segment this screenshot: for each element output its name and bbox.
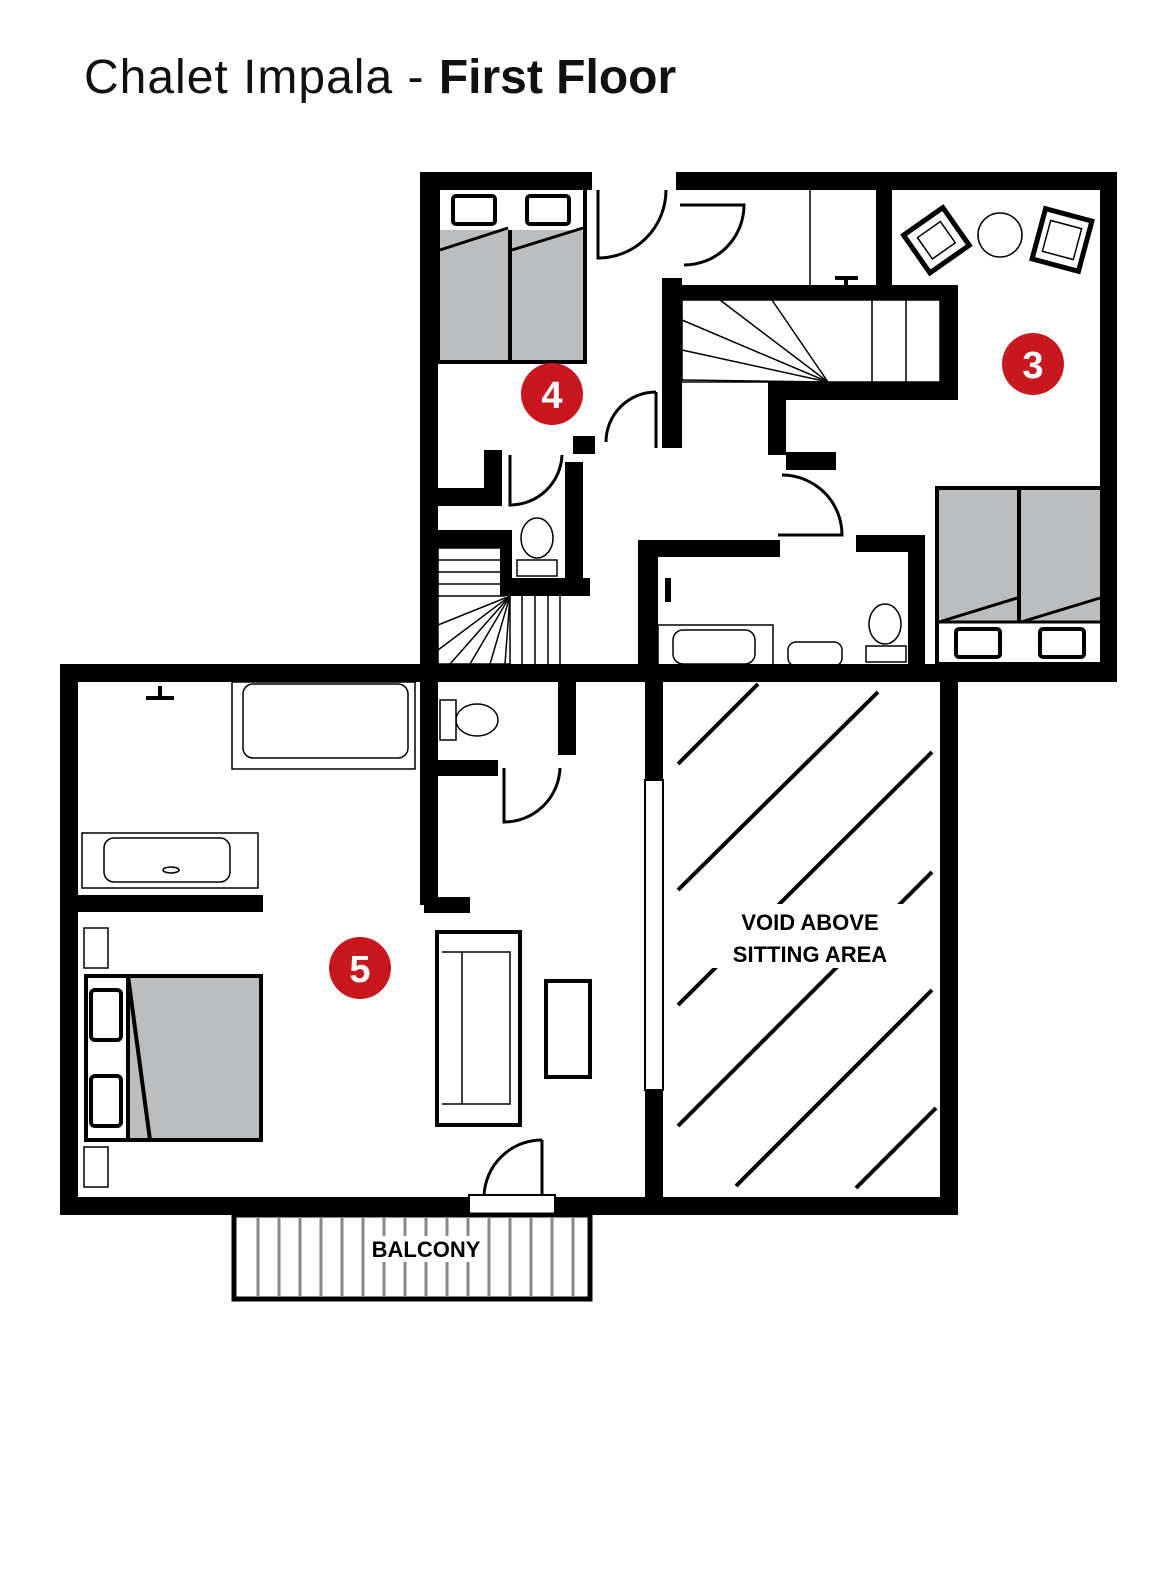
- balcony-label: BALCONY: [372, 1237, 481, 1262]
- svg-text:5: 5: [349, 949, 370, 991]
- toilet-icon: [455, 703, 499, 737]
- toilet-icon: [868, 603, 902, 645]
- room-marker-3: 3: [1002, 333, 1064, 395]
- shower-icon: [833, 276, 860, 289]
- title-floor: First Floor: [438, 51, 677, 104]
- void-label-line2: SITTING AREA: [733, 942, 888, 967]
- title-prefix: Chalet Impala -: [84, 51, 439, 104]
- room-marker-5: 5: [329, 937, 391, 999]
- page-title: Chalet Impala - First Floor: [84, 50, 676, 105]
- furniture: [81, 188, 1104, 1188]
- walls: [60, 172, 1117, 1215]
- bathtub-icon: [242, 683, 409, 759]
- table-icon: [544, 979, 592, 1079]
- bathtub-icon: [672, 629, 756, 665]
- svg-text:4: 4: [541, 375, 562, 417]
- room-marker-4: 4: [521, 363, 583, 425]
- sofa-icon: [435, 930, 522, 1127]
- shower-icon: [146, 686, 174, 700]
- doors: [468, 189, 844, 1218]
- void-label-line1: VOID ABOVE: [741, 910, 878, 935]
- stairs: [437, 190, 941, 665]
- toilet-icon: [520, 517, 554, 559]
- balcony: BALCONY: [231, 1212, 593, 1302]
- svg-text:3: 3: [1022, 345, 1043, 387]
